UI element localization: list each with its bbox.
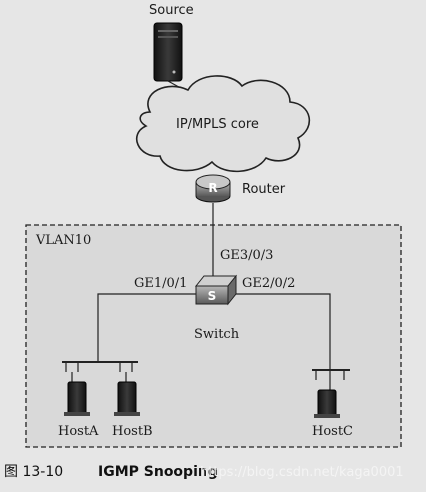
switch-icon bbox=[194, 274, 238, 306]
host-a-icon bbox=[64, 372, 90, 416]
right-port-label: GE2/0/2 bbox=[242, 276, 295, 291]
figure-title: IGMP Snooping bbox=[98, 464, 218, 480]
host-c-icon bbox=[314, 370, 340, 418]
source-label: Source bbox=[149, 3, 194, 18]
switch-label: Switch bbox=[194, 327, 240, 342]
switch-glyph: S bbox=[208, 289, 217, 303]
left-port-label: GE1/0/1 bbox=[134, 276, 187, 291]
router-label: Router bbox=[242, 182, 286, 197]
host-b-label: HostB bbox=[112, 424, 153, 439]
core-label: IP/MPLS core bbox=[176, 117, 259, 132]
figure-number: 图 13-10 bbox=[4, 464, 63, 480]
router-icon bbox=[195, 174, 231, 203]
host-a-label: HostA bbox=[58, 424, 99, 439]
router-glyph: R bbox=[208, 181, 217, 195]
uplink-port-label: GE3/0/3 bbox=[220, 248, 273, 263]
vlan-label: VLAN10 bbox=[35, 233, 91, 248]
mpls-cloud-icon bbox=[135, 75, 311, 173]
link-switch-right-segment bbox=[236, 293, 331, 370]
host-b-icon bbox=[114, 372, 140, 416]
source-server-icon bbox=[153, 22, 183, 82]
watermark-text: https://blog.csdn.net/kaga0001 bbox=[200, 465, 404, 480]
link-switch-left-segment bbox=[97, 293, 196, 362]
host-c-label: HostC bbox=[312, 424, 353, 439]
